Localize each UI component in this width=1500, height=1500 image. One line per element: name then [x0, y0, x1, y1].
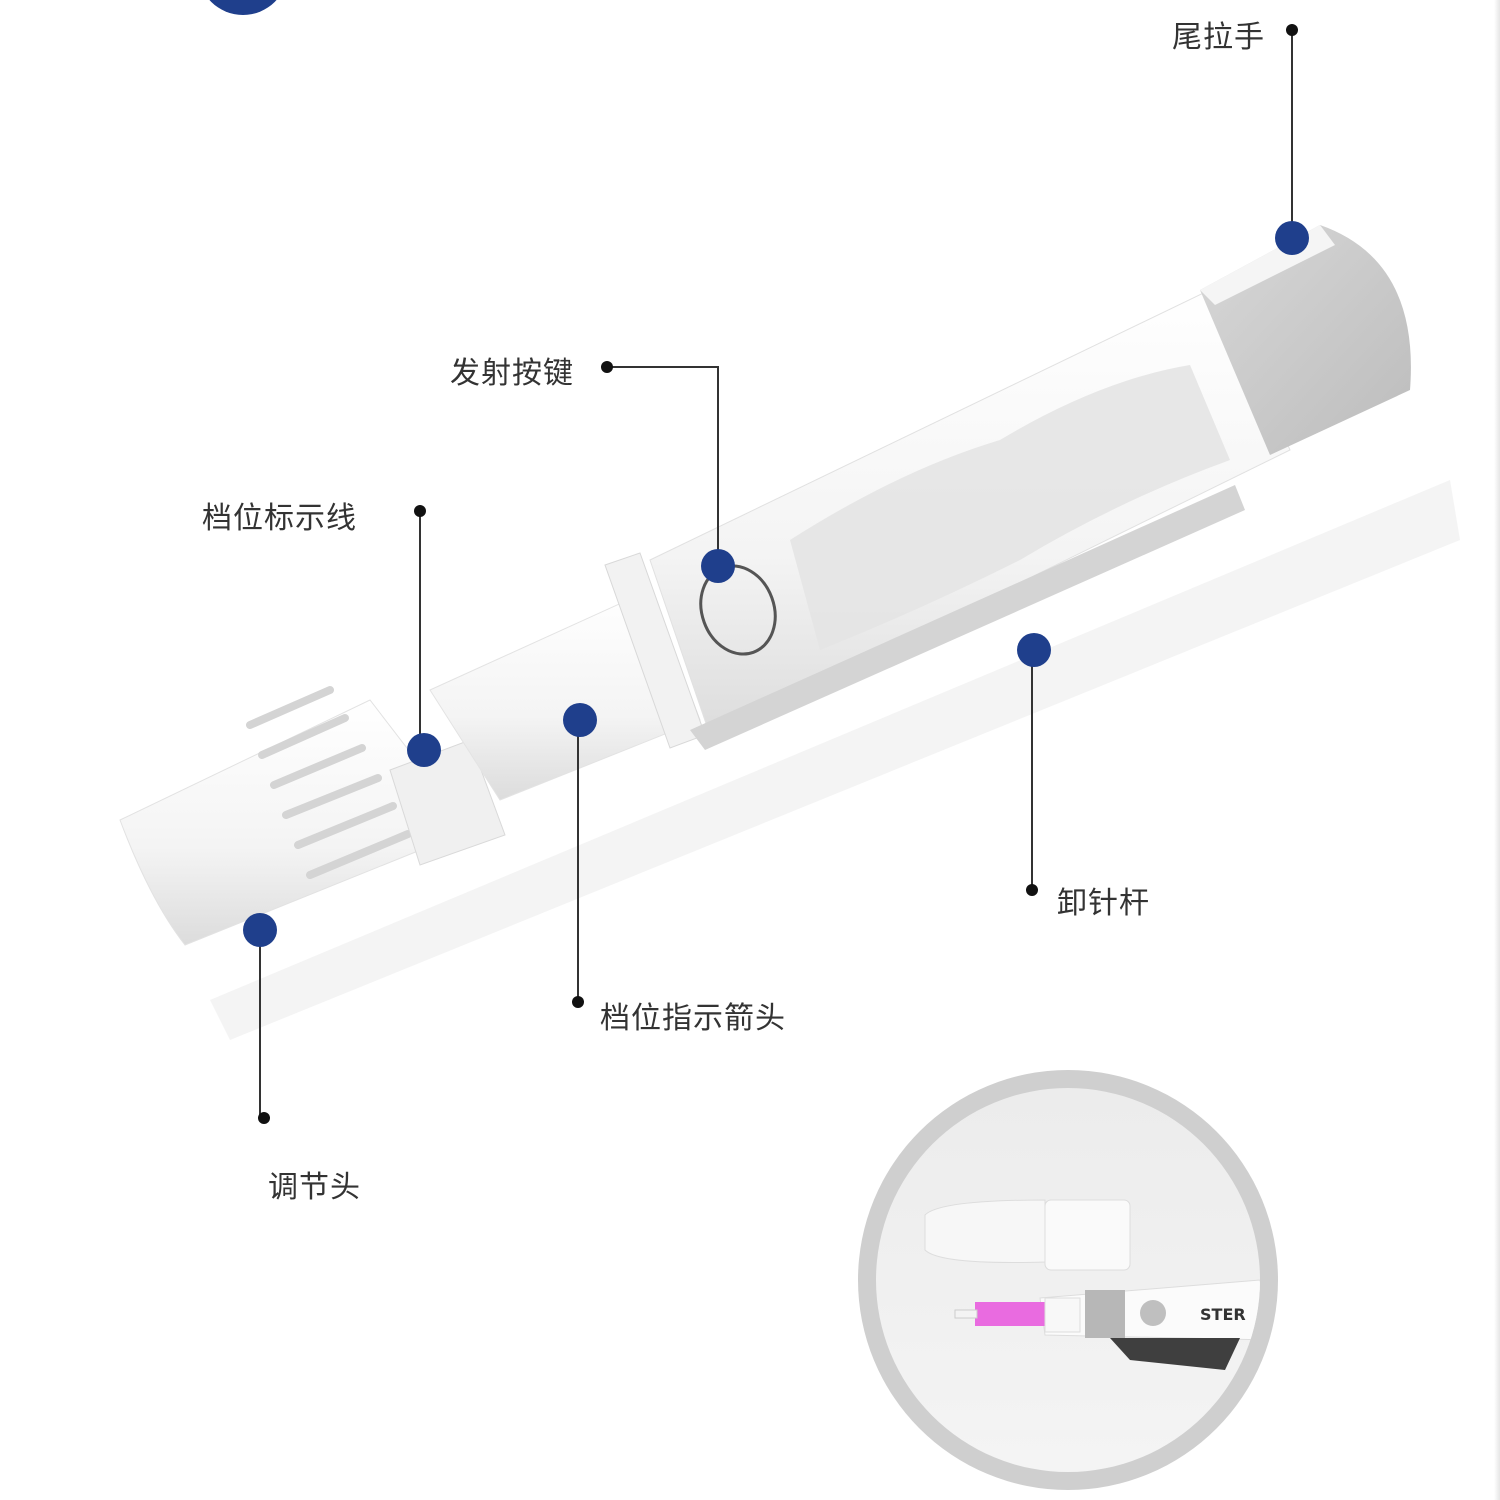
- inset-rail: [1110, 1338, 1240, 1370]
- inset-lancet-hub: [1044, 1297, 1081, 1333]
- part-markers: [243, 221, 1309, 947]
- inset-lancet-needle: [954, 1309, 978, 1319]
- adjust-head-ridges: [246, 686, 412, 879]
- device-shadow: [210, 480, 1460, 1040]
- leader-lines: [259, 30, 1293, 1118]
- top-corner-circle: [209, 0, 277, 15]
- label-tail-pull: 尾拉手: [1172, 20, 1265, 55]
- label-gear-arrow: 档位指示箭头: [600, 1001, 786, 1036]
- leader-end-dots: [258, 24, 1298, 1124]
- needle-release-rail: [690, 485, 1245, 750]
- inset-cap-collar: [1044, 1199, 1131, 1271]
- marker-gear-arrow: [563, 703, 597, 737]
- inset-cap: [924, 1199, 1046, 1263]
- adjust-head: [119, 699, 471, 946]
- label-gear-line: 档位标示线: [202, 501, 357, 536]
- leader-fire-button: [607, 366, 719, 566]
- inset-grey-collar: [1085, 1290, 1125, 1338]
- inset-background: [876, 1088, 1260, 1472]
- marker-needle-release: [1017, 633, 1051, 667]
- inset-button: [1140, 1300, 1166, 1326]
- inset-lancet-tip: [975, 1302, 1045, 1326]
- label-adjust-head: 调节头: [268, 1170, 361, 1205]
- marker-adjust-head: [243, 913, 277, 947]
- label-needle-release: 卸针杆: [1057, 886, 1150, 921]
- marker-fire-button: [701, 549, 735, 583]
- marker-tail-pull: [1275, 221, 1309, 255]
- page-edge-shadow: [1494, 0, 1500, 1500]
- label-fire-button: 发射按键: [450, 356, 574, 391]
- inset-detail: STER: [858, 1070, 1278, 1490]
- lancing-device: [119, 225, 1411, 946]
- collar-ring: [389, 739, 506, 866]
- side-grip: [790, 365, 1230, 650]
- marker-gear-line: [407, 733, 441, 767]
- inset-brand-text: STER: [1200, 1305, 1246, 1324]
